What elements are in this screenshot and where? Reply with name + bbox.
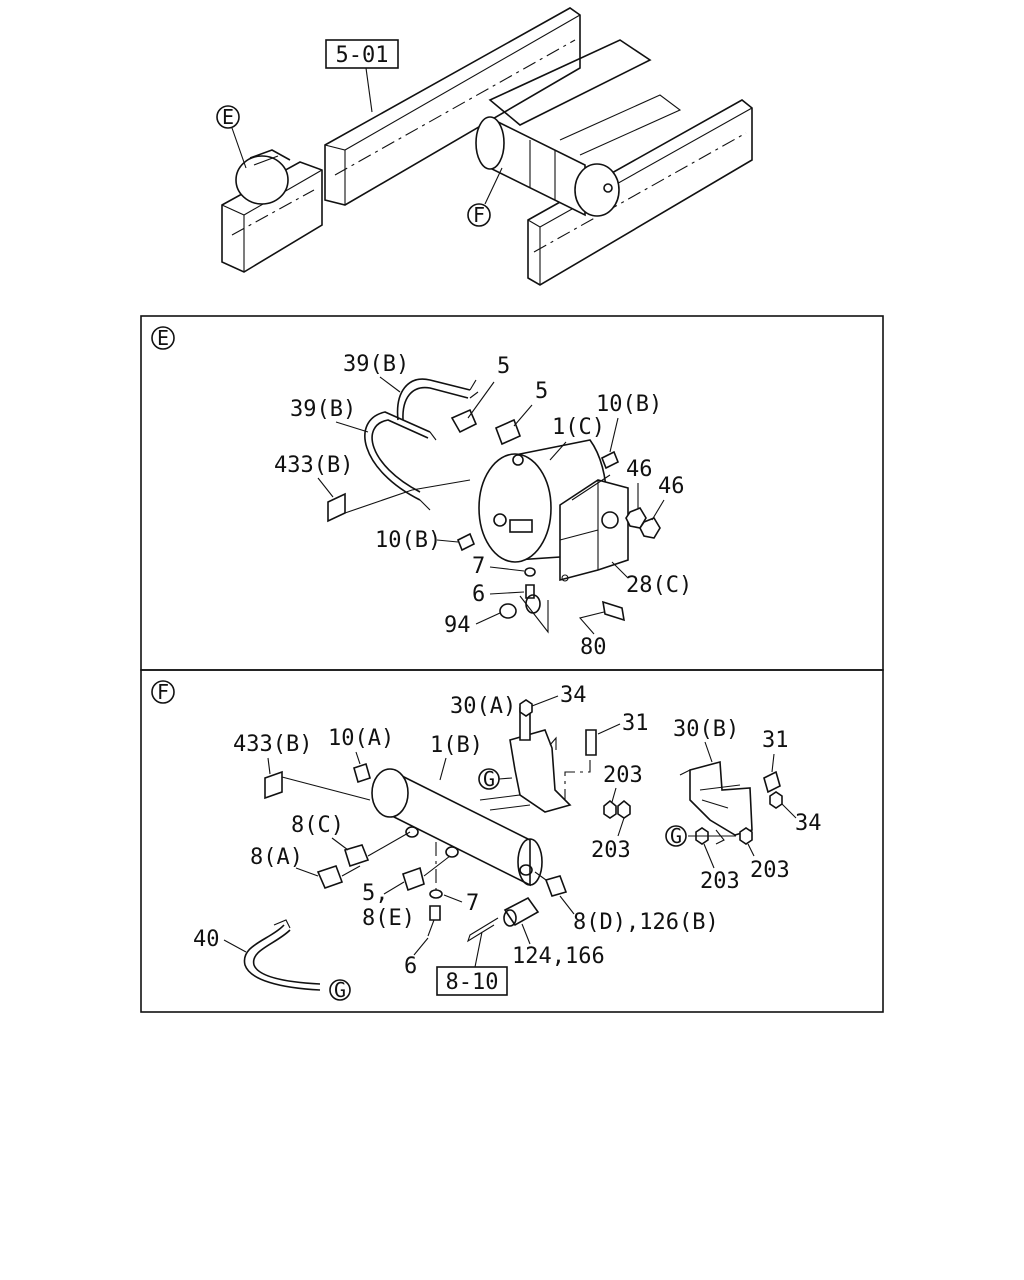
bolt-31-top — [585, 729, 597, 756]
label-30a: 30(A) — [450, 694, 516, 719]
label-203-b: 203 — [591, 838, 631, 863]
bracket-30a — [509, 729, 572, 813]
main-tank-end — [574, 163, 620, 217]
switch-124-166 — [503, 896, 540, 927]
label-plate-433b-f — [264, 770, 283, 800]
ref-box-5-01-text: 5-01 — [336, 43, 389, 68]
nut-203-a — [603, 799, 617, 819]
label-8a: 8(A) — [250, 845, 303, 870]
label-34-right: 34 — [795, 811, 822, 836]
main-rail-bottom — [527, 99, 753, 286]
label-433b-f: 433(B) — [233, 732, 312, 757]
drain-6-f — [429, 905, 441, 921]
bolt-31-right — [763, 770, 781, 794]
fitting-8a — [316, 864, 344, 890]
ref-box-8-10-text: 8-10 — [446, 970, 499, 995]
callout-g-2[interactable] — [665, 825, 687, 847]
label-124-166: 124,166 — [512, 944, 605, 969]
nut-46-b — [639, 517, 661, 539]
label-10b-top: 10(B) — [596, 392, 662, 417]
panel-f: F — [140, 669, 884, 1013]
label-7-f: 7 — [466, 891, 479, 916]
bolt-80 — [601, 600, 626, 622]
label-8d-126b: 8(D),126(B) — [573, 910, 719, 935]
label-39b-lower: 39(B) — [290, 397, 356, 422]
panel-e: E — [140, 315, 884, 671]
panel-e-letter: E — [157, 326, 169, 350]
hose-39b-upper — [396, 378, 471, 421]
svg-text:G: G — [334, 978, 346, 1002]
cross-member — [488, 39, 652, 126]
label-8c: 8(C) — [291, 813, 344, 838]
panel-e-letter-circle — [151, 326, 175, 350]
plug-10b-top — [600, 450, 620, 470]
washer-7 — [524, 567, 536, 577]
label-7: 7 — [472, 554, 485, 579]
label-6-f: 6 — [404, 954, 417, 979]
plug-10b-left — [456, 532, 476, 552]
label-5-left: 5 — [497, 354, 510, 379]
label-plate-433b — [327, 492, 346, 523]
hose-39b-lower — [364, 411, 431, 501]
left-rail — [221, 161, 323, 273]
label-80: 80 — [580, 635, 607, 660]
label-203-d: 203 — [750, 858, 790, 883]
label-34-top: 34 — [560, 683, 587, 708]
nut-203-d — [739, 827, 753, 845]
callout-e-overview[interactable] — [216, 105, 240, 129]
label-46-b: 46 — [658, 474, 685, 499]
label-40: 40 — [193, 927, 220, 952]
label-5-right: 5 — [535, 379, 548, 404]
callout-f-overview[interactable] — [467, 203, 491, 227]
label-46-a: 46 — [626, 457, 653, 482]
left-tank — [235, 155, 289, 205]
hose-40 — [243, 924, 321, 991]
fitting-8c — [343, 844, 370, 868]
washer-94 — [499, 603, 517, 619]
overview-frame-view: 5-01 E F — [216, 7, 753, 286]
nut-34-right — [769, 791, 783, 809]
elbow-5-left — [450, 408, 478, 434]
label-10b-left: 10(B) — [375, 528, 441, 553]
label-31-top: 31 — [622, 711, 649, 736]
fitting-5-8e — [402, 866, 425, 892]
label-1b: 1(B) — [430, 733, 483, 758]
label-6: 6 — [472, 582, 485, 607]
plug-10a — [353, 762, 371, 784]
tank-1c-end — [478, 453, 552, 563]
label-94: 94 — [444, 613, 471, 638]
ref-box-5-01 — [325, 39, 399, 69]
label-203-c: 203 — [700, 869, 740, 894]
fitting-8d — [544, 875, 568, 897]
svg-text:F: F — [473, 203, 485, 227]
label-1c: 1(C) — [552, 415, 605, 440]
nut-34-top — [519, 699, 533, 717]
label-31-right: 31 — [762, 728, 789, 753]
panel-f-letter: F — [157, 680, 169, 704]
washer-7-f — [429, 889, 443, 899]
nut-203-b — [617, 799, 631, 819]
label-8e: 8(E) — [362, 906, 415, 931]
label-203-a: 203 — [603, 763, 643, 788]
label-39b-upper: 39(B) — [343, 352, 409, 377]
panel-f-border — [140, 669, 884, 1013]
panel-f-letter-circle — [151, 680, 175, 704]
svg-text:E: E — [222, 105, 234, 129]
svg-text:G: G — [670, 824, 682, 848]
ref-box-8-10 — [436, 966, 508, 996]
label-10a: 10(A) — [328, 726, 394, 751]
callout-g-3[interactable] — [329, 979, 351, 1001]
label-433b: 433(B) — [274, 453, 353, 478]
svg-text:G: G — [483, 767, 495, 791]
bracket-30b — [689, 760, 753, 836]
label-28c: 28(C) — [626, 573, 692, 598]
label-30b: 30(B) — [673, 717, 739, 742]
main-rail-top — [324, 7, 581, 206]
